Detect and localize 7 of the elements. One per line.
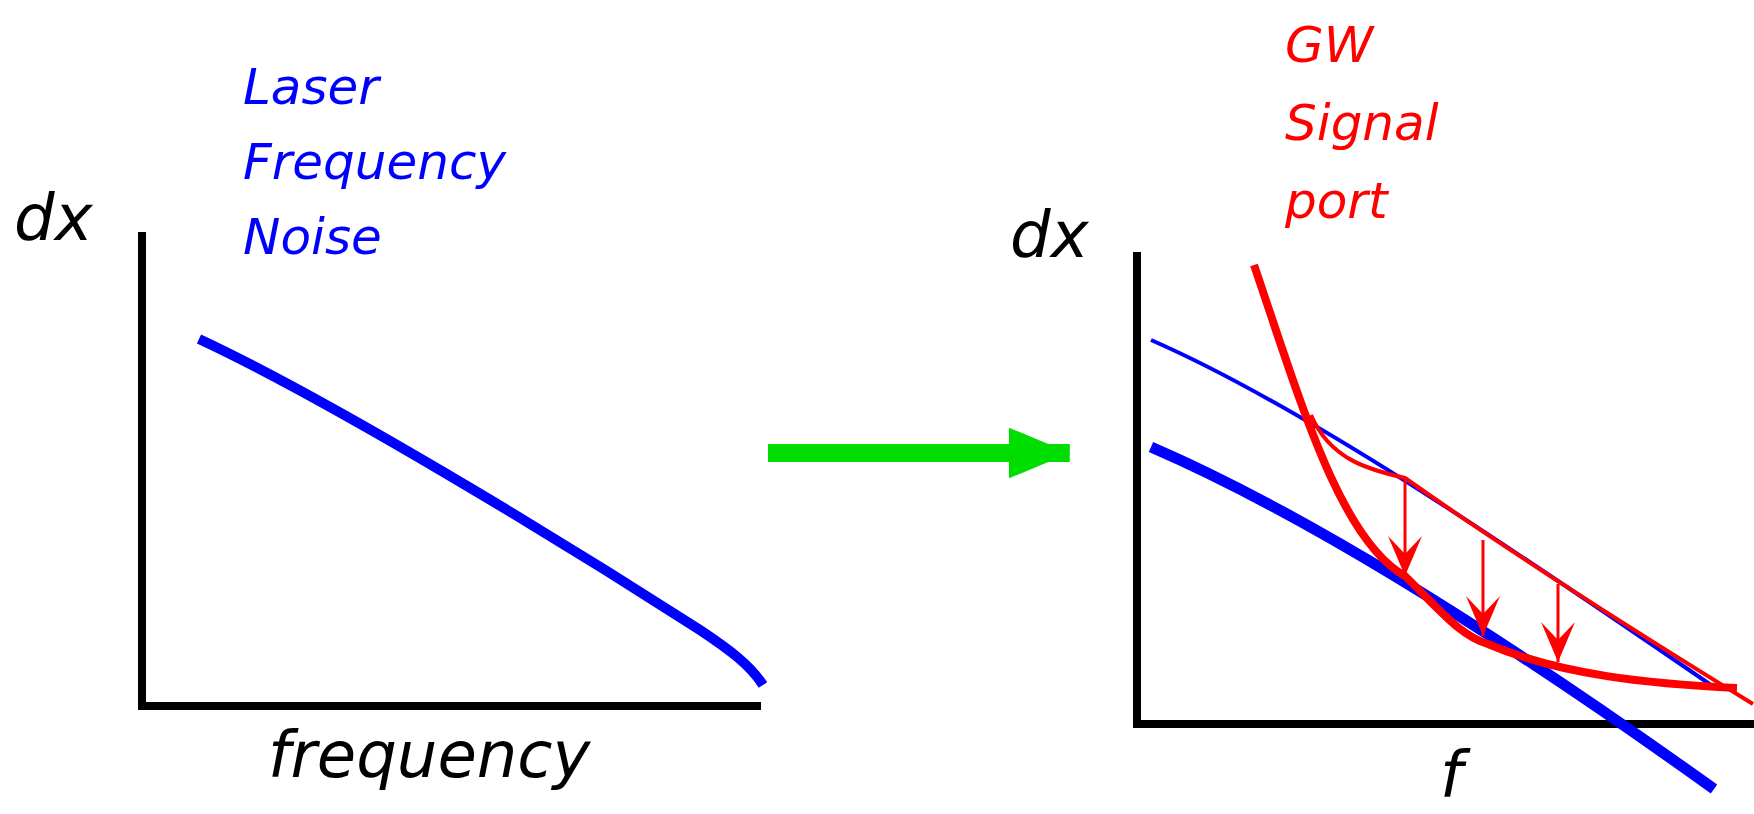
curve-label: Laser Frequency Noise [243, 57, 508, 268]
axis-label: dx [1010, 197, 1090, 274]
axis-label: dx [14, 180, 94, 257]
axis-label: frequency [268, 717, 592, 794]
curve-label: GW Signal port [1285, 15, 1440, 232]
arrow [768, 427, 1070, 479]
axis-label: f [1440, 735, 1500, 814]
